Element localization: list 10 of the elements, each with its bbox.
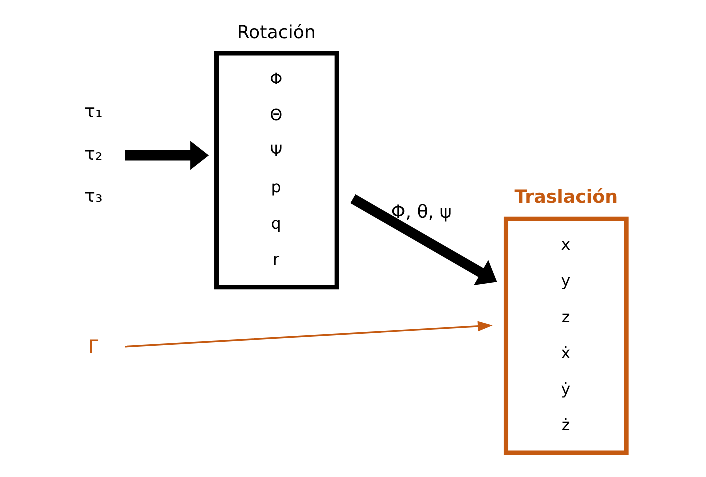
arrow	[125, 141, 210, 170]
node-label: Traslación	[514, 187, 618, 208]
node-text: Γ	[88, 336, 99, 358]
node-label: Rotación	[237, 22, 316, 44]
node-text: τ₁ τ₂ τ₃	[84, 102, 103, 208]
node-box: x y z ẋ ẏ ż	[504, 216, 629, 456]
arrow	[125, 321, 493, 348]
edge-label: Φ, θ, ψ	[391, 202, 452, 223]
arrow	[350, 194, 498, 286]
node-box: Φ Θ Ψ p q r	[214, 51, 340, 290]
